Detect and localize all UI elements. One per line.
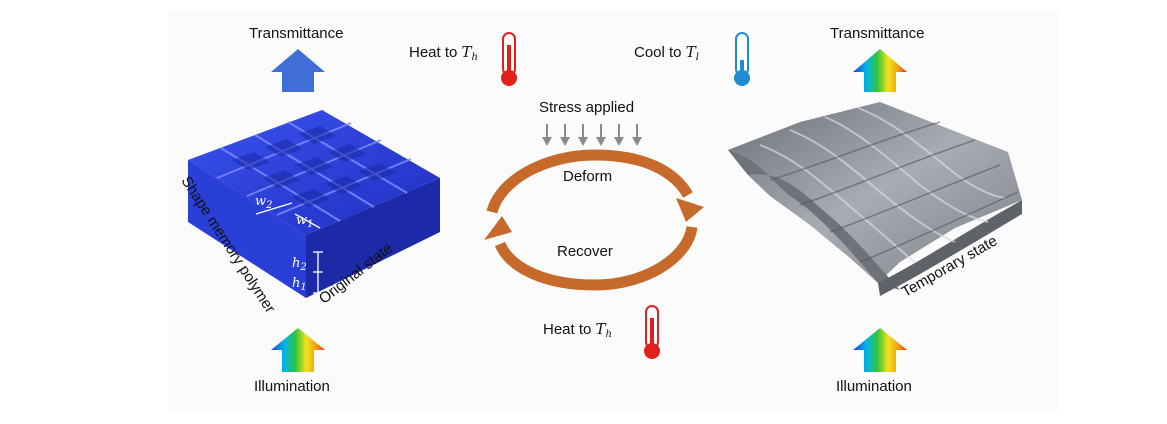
temporary-state-surface (728, 102, 1022, 296)
illumination-arrow-right (853, 328, 907, 372)
heat-to-th-label: Heat to Th (409, 43, 478, 63)
heat-to-th-bottom-label: Heat to Th (543, 320, 612, 340)
shape-memory-polymer-sample (188, 110, 440, 298)
dim-h2: h2 (292, 256, 307, 273)
thermometer-hot-bottom-icon (644, 305, 660, 359)
cool-to-tl-label: Cool to Tl (634, 43, 699, 63)
deform-cycle-arrow (486, 149, 704, 222)
thermometer-cold-icon (734, 32, 750, 86)
stress-arrow (632, 124, 642, 146)
thermometer-hot-icon (501, 32, 517, 86)
recover-label: Recover (557, 243, 613, 260)
right-transmittance-label: Transmittance (830, 25, 925, 42)
stress-arrows (542, 124, 642, 146)
stress-arrow (614, 124, 624, 146)
left-transmittance-label: Transmittance (249, 25, 344, 42)
recover-cycle-arrow (484, 216, 698, 291)
stress-arrow (596, 124, 606, 146)
right-illumination-label: Illumination (836, 378, 912, 395)
dim-h1: h1 (292, 276, 307, 293)
deform-label: Deform (563, 168, 613, 185)
illumination-arrow-left (271, 328, 325, 372)
stress-arrow (578, 124, 588, 146)
transmittance-arrow-left (271, 49, 325, 92)
left-illumination-label: Illumination (254, 378, 330, 395)
stress-applied-label: Stress applied (539, 99, 635, 116)
dim-w2: w2 (255, 194, 273, 211)
stress-arrow (560, 124, 570, 146)
stress-arrow (542, 124, 552, 146)
transmittance-arrow-right (853, 49, 907, 92)
dim-w1: w1 (296, 213, 314, 230)
